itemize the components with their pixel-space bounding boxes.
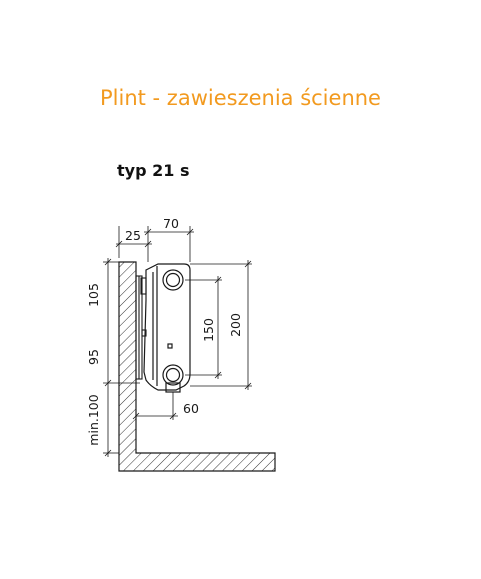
wall-bracket — [135, 275, 147, 380]
dim-150-label: 150 — [201, 318, 216, 342]
dim-95-label: 95 — [86, 349, 101, 365]
dimension-lines — [103, 226, 252, 457]
radiator-body — [143, 263, 191, 391]
dim-25-label: 25 — [125, 228, 141, 243]
top-connection — [162, 269, 184, 291]
wall-and-floor — [118, 261, 276, 472]
dim-min100-label: min.100 — [86, 394, 101, 445]
radiator-type-label: typ 21 s — [117, 161, 190, 180]
dim-60-label: 60 — [183, 401, 199, 416]
bottom-connection — [162, 364, 184, 393]
dim-70-label: 70 — [163, 216, 179, 231]
dim-105-label: 105 — [86, 283, 101, 307]
page-title: Plint - zawieszenia ścienne — [100, 86, 381, 110]
dim-200-label: 200 — [228, 313, 243, 337]
